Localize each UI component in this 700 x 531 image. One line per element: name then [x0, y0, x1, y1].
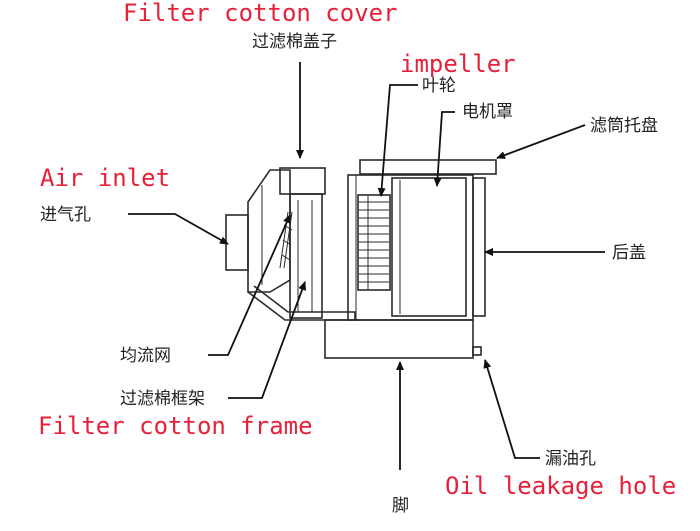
leader-impeller [377, 84, 418, 197]
label-filter-cotton-cover-cn: 过滤棉盖子 [252, 32, 337, 52]
leader-filter-tray [496, 124, 586, 159]
leader-lines [128, 62, 605, 470]
label-motor-cover-cn: 电机罩 [462, 102, 513, 122]
leader-air-inlet [128, 213, 229, 245]
label-filter-frame-en: Filter cotton frame [38, 412, 313, 440]
machine-drawing [225, 159, 497, 359]
base-plate [247, 285, 356, 321]
label-filter-tray-cn: 滤筒托盘 [590, 116, 658, 136]
label-flow-mesh-cn: 均流网 [120, 346, 171, 366]
oil-hole-part [472, 346, 482, 356]
label-filter-frame-cn: 过滤棉框架 [120, 389, 205, 409]
leader-oil-hole [483, 359, 540, 459]
rear-cover-part [472, 177, 486, 317]
labels: Filter cotton cover 过滤棉盖子 impeller 叶轮 电机… [38, 0, 676, 516]
motor-cover-part [391, 177, 467, 317]
label-impeller-en: impeller [400, 50, 516, 78]
filter-frame-part [289, 193, 323, 319]
label-oil-hole-cn: 漏油孔 [545, 449, 596, 469]
label-filter-cotton-cover-en: Filter cotton cover [123, 0, 398, 27]
label-oil-hole-en: Oil leakage hole [445, 472, 676, 500]
main-housing [347, 174, 474, 321]
label-air-inlet-en: Air inlet [40, 164, 170, 192]
label-rear-cover-cn: 后盖 [612, 243, 646, 263]
leader-motor-cover [433, 111, 455, 187]
label-air-inlet-cn: 进气孔 [40, 205, 91, 225]
air-inlet-box [225, 214, 249, 271]
leader-filter-frame [228, 281, 306, 399]
label-foot-cn: 脚 [392, 496, 409, 516]
filter-tray-part [359, 159, 497, 175]
filter-cotton-cover-part [279, 167, 326, 195]
label-impeller-cn: 叶轮 [422, 76, 456, 96]
foot-part [324, 319, 474, 359]
leader-flow-mesh [208, 214, 291, 356]
impeller-part [357, 194, 391, 291]
